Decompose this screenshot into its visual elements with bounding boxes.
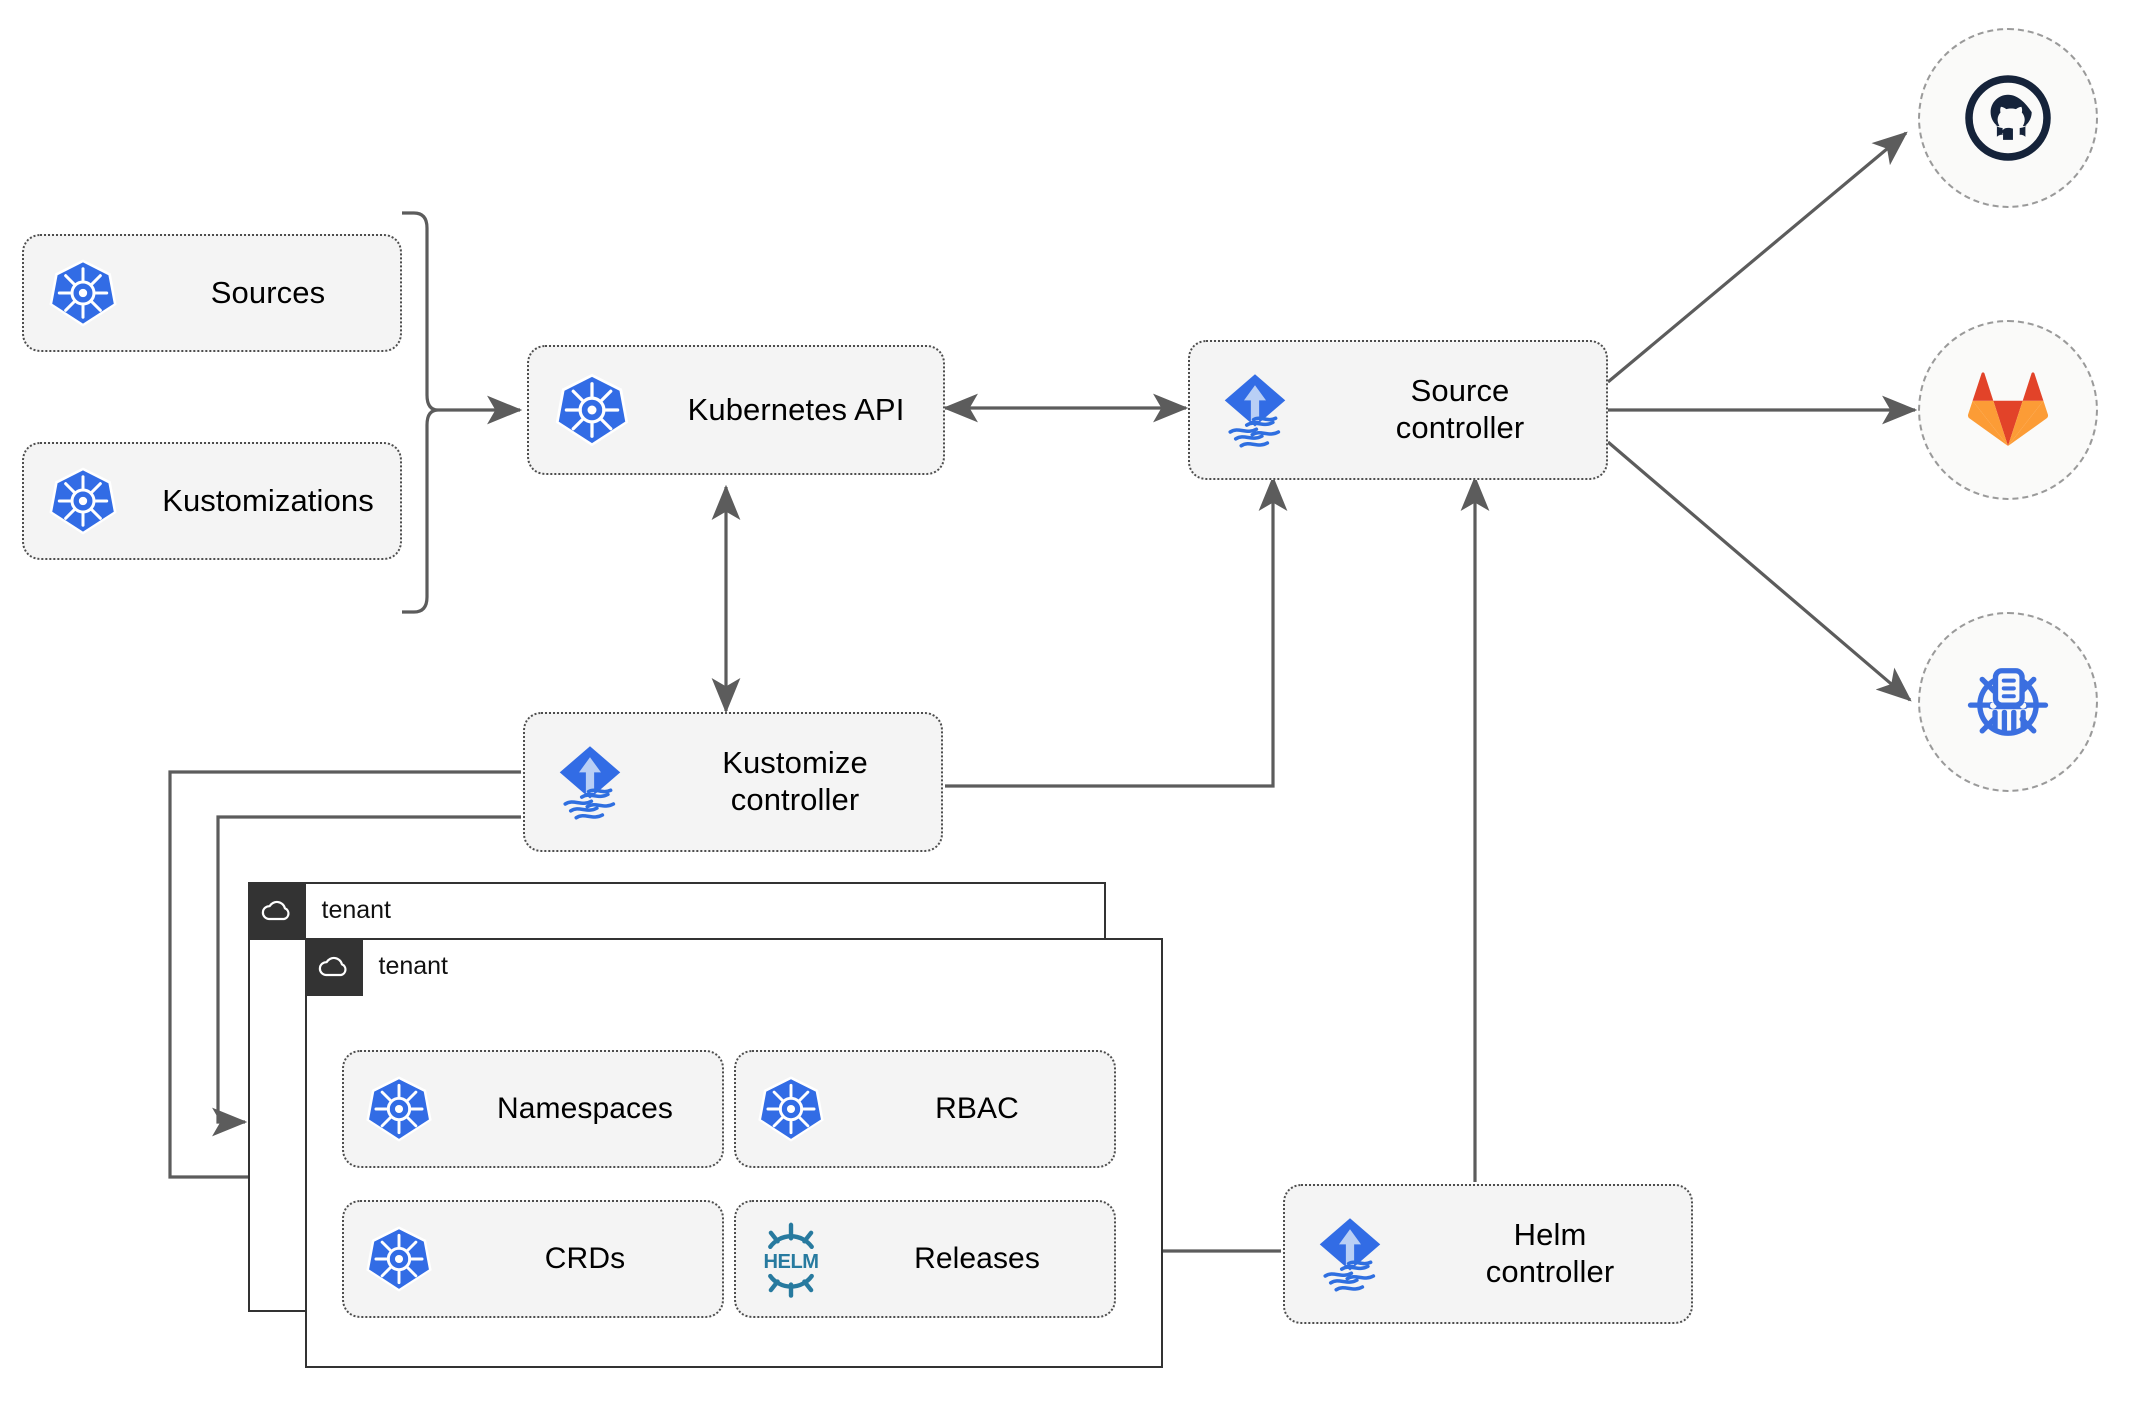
node-kustomizations[interactable]: Kustomizations [22, 442, 402, 560]
kustomize-icon [1967, 668, 2049, 736]
node-label: Kustomizations [162, 482, 374, 518]
edge-source-kustomize [1606, 440, 1912, 702]
node-label: RBAC [935, 1092, 1019, 1126]
node-kustomize-controller[interactable]: Kustomize controller [523, 712, 943, 852]
node-label: Helm controller [1485, 1217, 1615, 1289]
helm-icon: HELM [736, 1220, 846, 1298]
flux-icon [525, 738, 655, 826]
node-label: Namespaces [496, 1092, 674, 1126]
flux-icon [1285, 1210, 1415, 1298]
svg-text:HELM: HELM [764, 1251, 819, 1273]
github-icon [1965, 75, 2051, 161]
provider-gitlab[interactable] [1918, 320, 2098, 500]
kubernetes-icon [529, 370, 655, 450]
edge-kustomize-source [945, 475, 1288, 788]
node-source-controller[interactable]: Source controller [1188, 340, 1608, 480]
provider-github[interactable] [1918, 28, 2098, 208]
node-label: CRDs [544, 1242, 626, 1276]
cloud-icon [247, 881, 306, 940]
node-label: Releases [914, 1242, 1040, 1276]
group-bracket [402, 211, 439, 614]
tenant-header: tenant [304, 937, 449, 996]
node-sources[interactable]: Sources [22, 234, 402, 352]
tenant-label: tenant [378, 952, 449, 980]
provider-kustomize[interactable] [1918, 612, 2098, 792]
node-label: Kustomize controller [722, 745, 868, 817]
node-rbac[interactable]: RBAC [734, 1050, 1116, 1168]
tenant-label: tenant [321, 896, 392, 924]
node-label: Sources [210, 274, 326, 310]
flux-icon [1190, 366, 1320, 454]
edge-source-github [1606, 131, 1908, 384]
node-kubernetes-api[interactable]: Kubernetes API [527, 345, 945, 475]
kubernetes-icon [344, 1073, 454, 1145]
gitlab-icon [1967, 372, 2049, 446]
kubernetes-icon [736, 1073, 846, 1145]
node-helm-controller[interactable]: Helm controller [1283, 1184, 1693, 1324]
tenant-header: tenant [247, 881, 392, 940]
kubernetes-icon [344, 1223, 454, 1295]
node-label: Source controller [1395, 373, 1525, 445]
cloud-icon [304, 937, 363, 996]
node-namespaces[interactable]: Namespaces [342, 1050, 724, 1168]
node-crds[interactable]: CRDs [342, 1200, 724, 1318]
node-releases[interactable]: HELM Releases [734, 1200, 1116, 1318]
node-label: Kubernetes API [687, 391, 905, 427]
kubernetes-icon [24, 256, 142, 330]
kubernetes-icon [24, 464, 142, 538]
